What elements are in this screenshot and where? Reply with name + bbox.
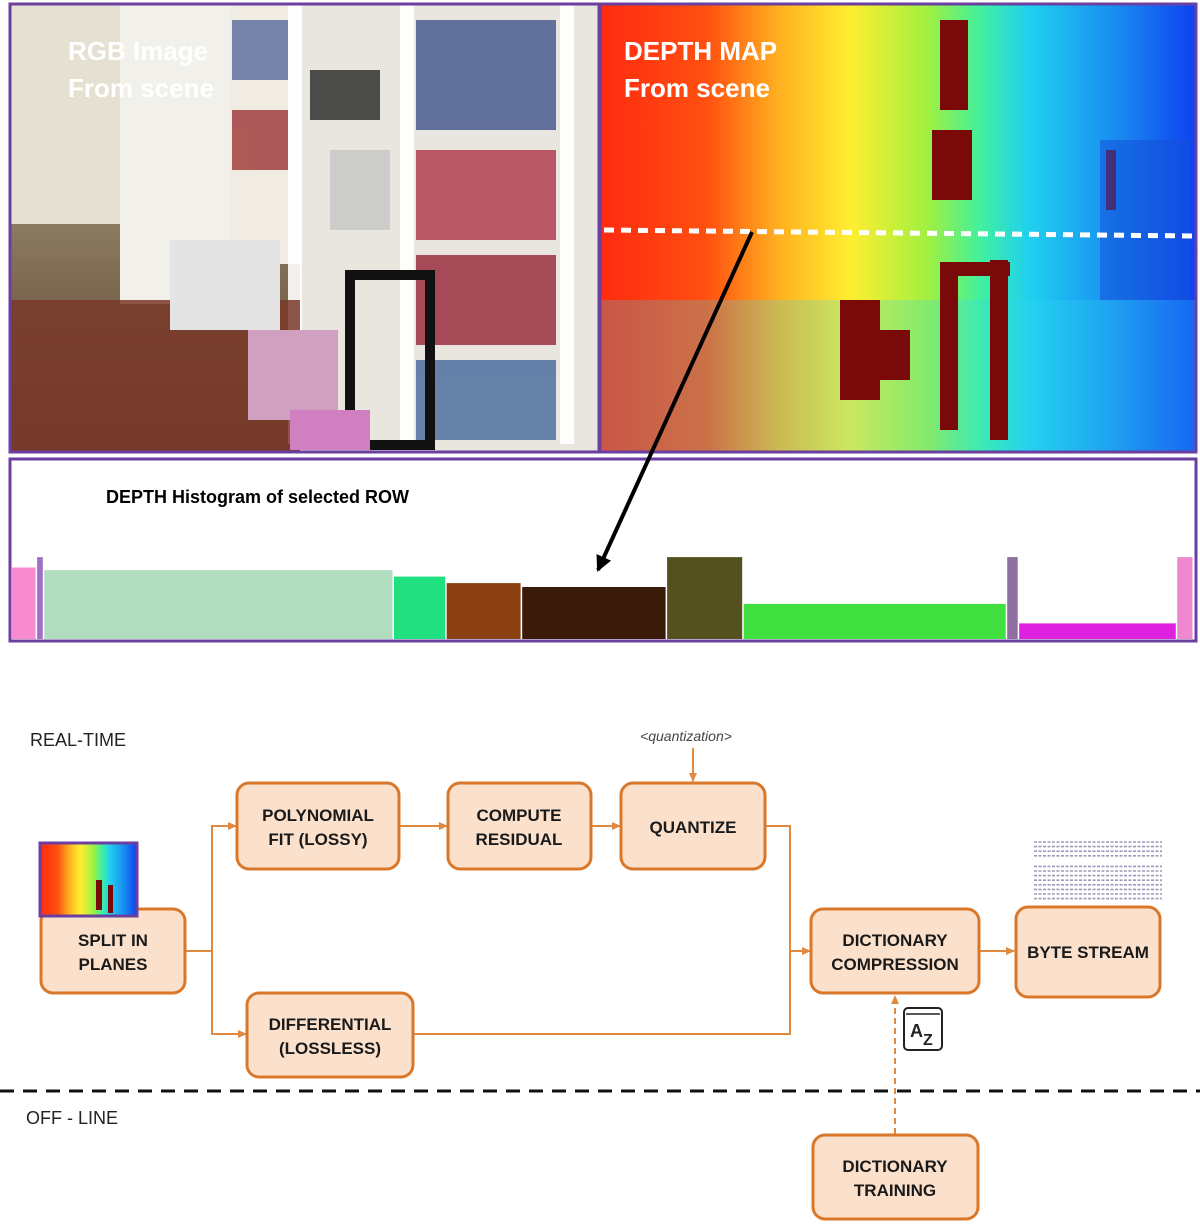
histogram-bar [37, 557, 43, 639]
depth-label-line2: From scene [624, 73, 770, 103]
poly-line2: FIT (LOSSY) [268, 830, 367, 849]
histogram-bar [12, 567, 36, 639]
poly-line1: POLYNOMIAL [262, 806, 374, 825]
node-polynomial-fit: POLYNOMIAL FIT (LOSSY) [235, 781, 401, 871]
differential-line1: DIFFERENTIAL [269, 1015, 392, 1034]
edge-split-to-poly [186, 822, 237, 952]
node-quantize: QUANTIZE [619, 781, 767, 871]
rgb-label-line1: RGB Image [68, 36, 208, 66]
bytestream-line1: BYTE STREAM [1027, 943, 1149, 962]
node-split-in-planes: SPLIT IN PLANES [39, 907, 187, 995]
depth-frame [598, 2, 1198, 454]
node-compute-residual: COMPUTE RESIDUAL [446, 781, 593, 871]
dicttrain-line2: TRAINING [854, 1181, 936, 1200]
flow-connectors [186, 748, 1015, 1134]
rgb-label-line2: From scene [68, 73, 214, 103]
quantize-line1: QUANTIZE [650, 818, 737, 837]
edge-quantize-to-dictcomp [766, 825, 811, 955]
split-line2: PLANES [79, 955, 148, 974]
residual-line2: RESIDUAL [476, 830, 563, 849]
histogram-panel: DEPTH Histogram of selected ROW [8, 457, 1198, 643]
histogram-title: DEPTH Histogram of selected ROW [106, 487, 409, 507]
dictionary-icon: A Z [903, 1007, 943, 1051]
histogram-bar [522, 587, 666, 639]
histogram-bar [44, 570, 393, 639]
edge-differential-to-dictcomp [414, 951, 791, 1035]
realtime-label: REAL-TIME [30, 730, 126, 750]
dicttrain-line1: DICTIONARY [842, 1157, 948, 1176]
dictionary-icon-letter-z: Z [923, 1032, 933, 1049]
histogram-bar [446, 583, 521, 639]
depth-thumbnail-icon [38, 841, 139, 918]
offline-label: OFF - LINE [26, 1108, 118, 1128]
dictcomp-line2: COMPRESSION [831, 955, 959, 974]
node-byte-stream: BYTE STREAM [1014, 905, 1162, 999]
histogram-bar [1007, 557, 1018, 639]
byte-stream-hex-icon [1034, 841, 1162, 900]
quantization-annotation: <quantization> [640, 728, 732, 744]
histogram-bar [1019, 623, 1176, 639]
rgb-image-panel: RGB Image From scene [10, 4, 600, 452]
depth-label-line1: DEPTH MAP [624, 36, 777, 66]
histogram-bar [743, 603, 1006, 639]
differential-line2: (LOSSLESS) [279, 1039, 381, 1058]
histogram-bars [12, 557, 1193, 639]
histogram-bar [1177, 557, 1193, 639]
residual-line1: COMPUTE [477, 806, 562, 825]
split-line1: SPLIT IN [78, 931, 148, 950]
histogram-bar [667, 557, 743, 639]
node-dictionary-compression: DICTIONARY COMPRESSION [809, 907, 981, 995]
selected-row-line [603, 227, 1197, 239]
row-to-histogram-arrow [596, 231, 754, 572]
node-differential: DIFFERENTIAL (LOSSLESS) [245, 991, 415, 1079]
dictionary-icon-letter-a: A [910, 1021, 923, 1041]
edge-split-to-differential [211, 951, 247, 1038]
dictcomp-line1: DICTIONARY [842, 931, 948, 950]
histogram-bar [394, 576, 446, 639]
depth-map-panel: DEPTH MAP From scene [600, 4, 1197, 452]
node-dictionary-training: DICTIONARY TRAINING [811, 1133, 980, 1221]
